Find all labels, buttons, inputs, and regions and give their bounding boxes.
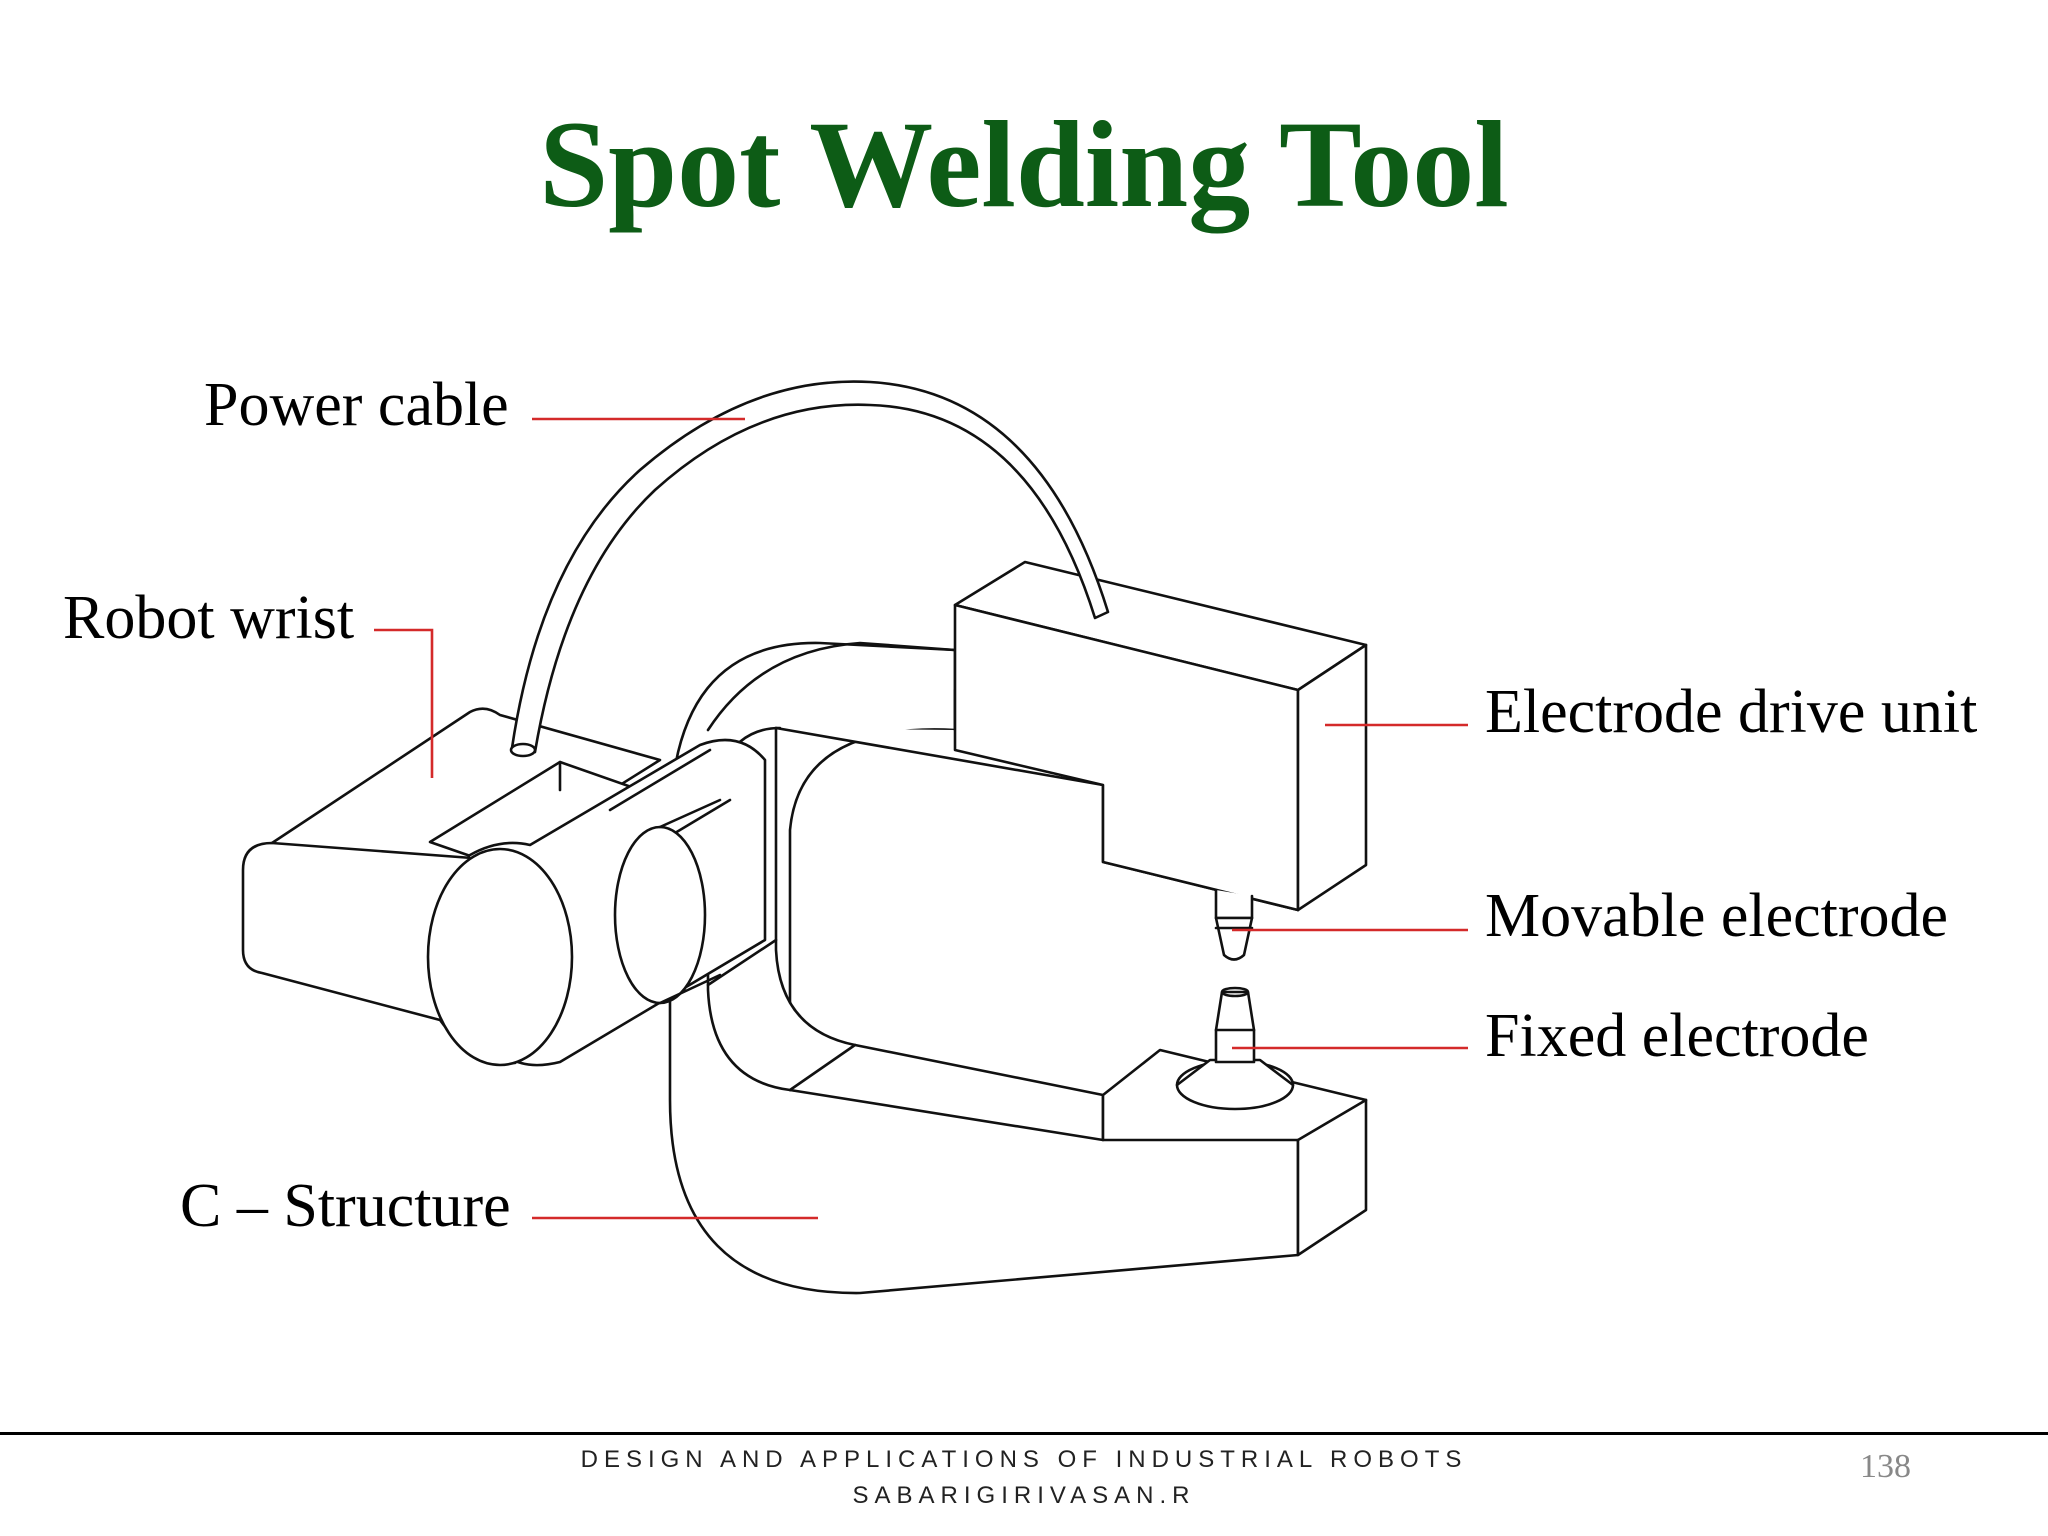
fixed-electrode bbox=[1175, 986, 1295, 1111]
leader-lines bbox=[374, 417, 1468, 1220]
label-c-structure: C – Structure bbox=[180, 1172, 511, 1240]
label-robot-wrist: Robot wrist bbox=[63, 584, 355, 652]
page-number: 138 bbox=[1860, 1448, 1911, 1485]
footer-course-title: DESIGN AND APPLICATIONS OF INDUSTRIAL RO… bbox=[580, 1446, 1468, 1473]
footer-author: SABARIGIRIVASAN.R bbox=[852, 1482, 1196, 1509]
label-movable-electrode: Movable electrode bbox=[1485, 882, 1949, 950]
robot-wrist bbox=[241, 707, 767, 1067]
label-power-cable: Power cable bbox=[204, 371, 509, 439]
label-electrode-drive-unit: Electrode drive unit bbox=[1485, 678, 1978, 746]
footer-divider bbox=[0, 1432, 2048, 1435]
label-fixed-electrode: Fixed electrode bbox=[1485, 1002, 1869, 1070]
electrode-drive-unit bbox=[953, 560, 1368, 912]
robot-wrist-leader bbox=[374, 628, 434, 778]
page-title: Spot Welding Tool bbox=[539, 96, 1509, 233]
power-cable bbox=[509, 380, 1110, 758]
movable-electrode bbox=[1214, 888, 1254, 961]
